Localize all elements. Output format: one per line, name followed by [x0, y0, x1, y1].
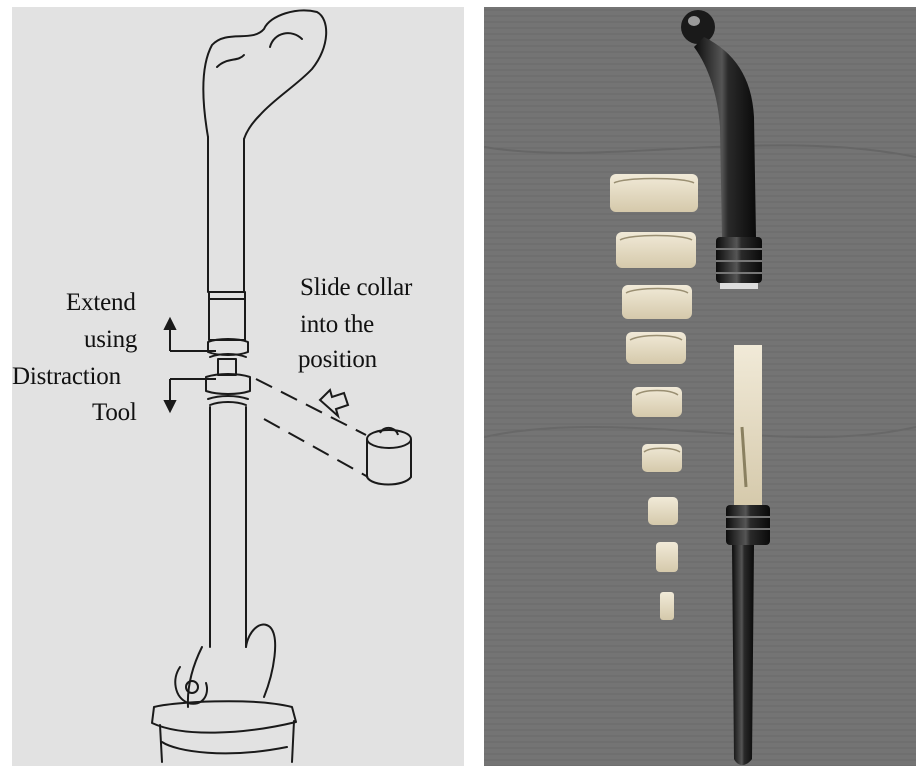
collar-4	[626, 332, 686, 364]
proximal-shaft	[208, 137, 244, 292]
prosthesis-photo-panel	[484, 7, 916, 766]
label-tool: Tool	[92, 398, 137, 427]
line-drawing-panel: Extend using Distraction Tool Slide coll…	[12, 7, 464, 766]
label-distraction: Distraction	[12, 362, 121, 391]
collar-guide-line-lower	[264, 419, 368, 477]
label-using: using	[84, 325, 137, 354]
prosthesis-photo	[484, 7, 916, 766]
femoral-head-outline	[203, 11, 326, 139]
collar-8	[656, 542, 678, 572]
greater-trochanter	[270, 33, 302, 47]
label-position: position	[298, 345, 377, 374]
slide-direction-arrow	[320, 390, 348, 416]
knee-component	[188, 625, 275, 707]
expansion-rod	[218, 359, 236, 375]
collar-5	[632, 387, 682, 417]
label-into-the: into the	[300, 310, 374, 339]
label-extend: Extend	[66, 288, 136, 317]
label-slide-collar: Slide collar	[300, 273, 412, 302]
distal-shaft	[210, 407, 246, 647]
collar-7	[648, 497, 678, 525]
tibial-plate	[152, 701, 296, 732]
lower-collar	[206, 374, 250, 394]
collar-guide-line-upper	[256, 379, 366, 435]
split-collar-drawing	[367, 428, 411, 485]
collar-9	[660, 592, 674, 620]
upper-collar	[208, 339, 248, 355]
